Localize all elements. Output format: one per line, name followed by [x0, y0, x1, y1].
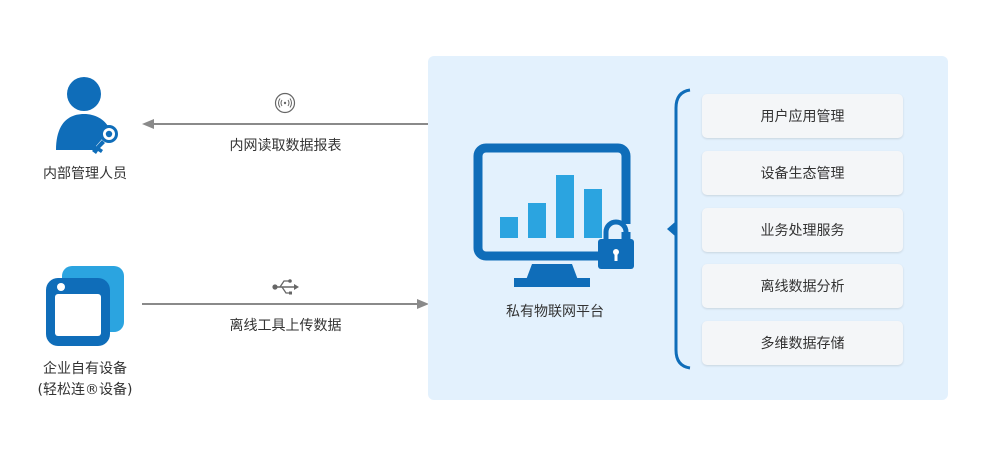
service-card: 用户应用管理 — [702, 94, 903, 138]
platform-node: 私有物联网平台 — [470, 140, 640, 325]
enterprise-device-label-line2: (轻松连®设备) — [37, 382, 133, 398]
upload-flow: 离线工具上传数据 — [142, 276, 429, 346]
service-card: 离线数据分析 — [702, 264, 903, 308]
service-card: 设备生态管理 — [702, 151, 903, 195]
read-flow-label: 内网读取数据报表 — [229, 138, 342, 154]
service-label: 业务处理服务 — [760, 223, 845, 239]
service-card: 多维数据存储 — [702, 321, 903, 365]
arrow-left-head — [142, 119, 154, 129]
read-arrow-line — [148, 123, 429, 125]
device-window-icon — [46, 266, 124, 346]
service-label: 离线数据分析 — [760, 279, 845, 295]
upload-arrow-line — [142, 303, 420, 305]
service-card: 业务处理服务 — [702, 208, 903, 252]
service-label: 用户应用管理 — [760, 109, 845, 125]
monitor-chart-bar — [500, 217, 518, 238]
read-flow: 内网读取数据报表 — [142, 90, 429, 160]
upload-flow-label: 离线工具上传数据 — [229, 318, 342, 334]
usb-icon — [272, 279, 299, 295]
services-bracket — [667, 88, 691, 370]
arrow-right-head — [417, 299, 429, 309]
enterprise-device-label-line1: 企业自有设备 — [43, 361, 127, 377]
monitor-chart-lock-icon — [473, 143, 634, 287]
platform-label: 私有物联网平台 — [506, 304, 604, 320]
internal-staff-label: 内部管理人员 — [43, 166, 127, 182]
wireless-signal-icon — [274, 92, 296, 114]
monitor-chart-bar — [556, 175, 574, 238]
user-key-icon — [56, 77, 118, 154]
monitor-chart-bar — [528, 203, 546, 238]
monitor-chart-bar — [584, 189, 602, 238]
enterprise-device-node: 企业自有设备 (轻松连®设备) — [20, 262, 150, 402]
service-label: 设备生态管理 — [760, 166, 845, 182]
internal-staff-node: 内部管理人员 — [30, 72, 140, 187]
service-label: 多维数据存储 — [760, 336, 845, 352]
bracket-pointer — [667, 222, 675, 236]
